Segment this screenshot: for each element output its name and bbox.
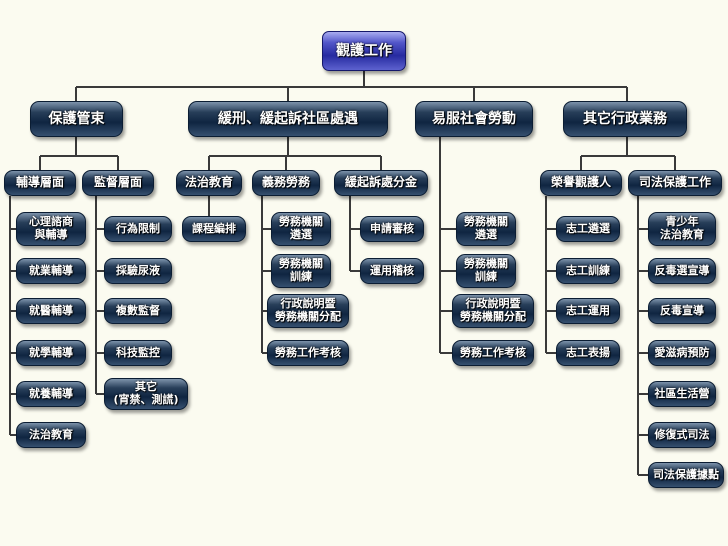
subgroup-supervision: 監督層面 <box>82 170 154 196</box>
subgroup-deferred-fund: 緩起訴處分金 <box>334 170 428 196</box>
leaf-item: 就業輔導 <box>16 258 86 284</box>
category-other-admin: 其它行政業務 <box>563 101 687 137</box>
leaf-item: 勞務工作考核 <box>452 340 534 366</box>
leaf-item: 勞務機關 遴選 <box>271 212 331 246</box>
leaf-item: 就醫輔導 <box>16 298 86 324</box>
leaf-item: 其它 (宵禁、測謊) <box>104 378 188 410</box>
category-probation: 保護管束 <box>30 101 123 137</box>
leaf-item: 行為限制 <box>104 216 172 242</box>
leaf-item: 勞務工作考核 <box>267 340 349 366</box>
leaf-item: 就養輔導 <box>16 381 86 407</box>
leaf-item: 司法保護據點 <box>648 462 724 488</box>
leaf-item: 修復式司法 <box>648 422 716 448</box>
subgroup-honorary-officers: 榮譽觀護人 <box>540 170 622 196</box>
leaf-item: 愛滋病預防 <box>648 340 716 366</box>
leaf-item: 法治教育 <box>16 422 86 448</box>
leaf-item: 就學輔導 <box>16 340 86 366</box>
subgroup-labor-service: 義務勞務 <box>252 170 320 196</box>
leaf-item: 志工表揚 <box>556 340 620 366</box>
leaf-item: 申請審核 <box>360 216 424 242</box>
leaf-item: 採驗尿液 <box>104 258 172 284</box>
subgroup-judicial-protection: 司法保護工作 <box>628 170 722 196</box>
leaf-item: 反毒宣導 <box>648 298 716 324</box>
leaf-item: 志工運用 <box>556 298 620 324</box>
leaf-item: 勞務機關 訓練 <box>271 254 331 288</box>
leaf-item: 心理諮商 與輔導 <box>16 212 86 246</box>
leaf-item: 志工遴選 <box>556 216 620 242</box>
root-node: 觀護工作 <box>322 31 406 71</box>
subgroup-legal-education: 法治教育 <box>176 170 242 196</box>
leaf-item: 複數監督 <box>104 298 172 324</box>
leaf-item: 青少年 法治教育 <box>648 212 716 246</box>
leaf-item: 科技監控 <box>104 340 172 366</box>
leaf-item: 勞務機關 訓練 <box>456 254 516 288</box>
leaf-item: 勞務機關 遴選 <box>456 212 516 246</box>
leaf-item: 運用稽核 <box>360 258 424 284</box>
leaf-item: 志工訓練 <box>556 258 620 284</box>
leaf-item: 行政說明暨 勞務機關分配 <box>267 294 349 328</box>
leaf-item: 社區生活營 <box>648 381 716 407</box>
leaf-item: 行政說明暨 勞務機關分配 <box>452 294 534 328</box>
category-community-service: 易服社會勞動 <box>415 101 533 137</box>
category-community-treatment: 緩刑、緩起訴社區處遇 <box>188 101 388 137</box>
leaf-item: 課程編排 <box>182 216 246 242</box>
leaf-item: 反毒選宣導 <box>648 258 716 284</box>
subgroup-counseling: 輔導層面 <box>4 170 76 196</box>
